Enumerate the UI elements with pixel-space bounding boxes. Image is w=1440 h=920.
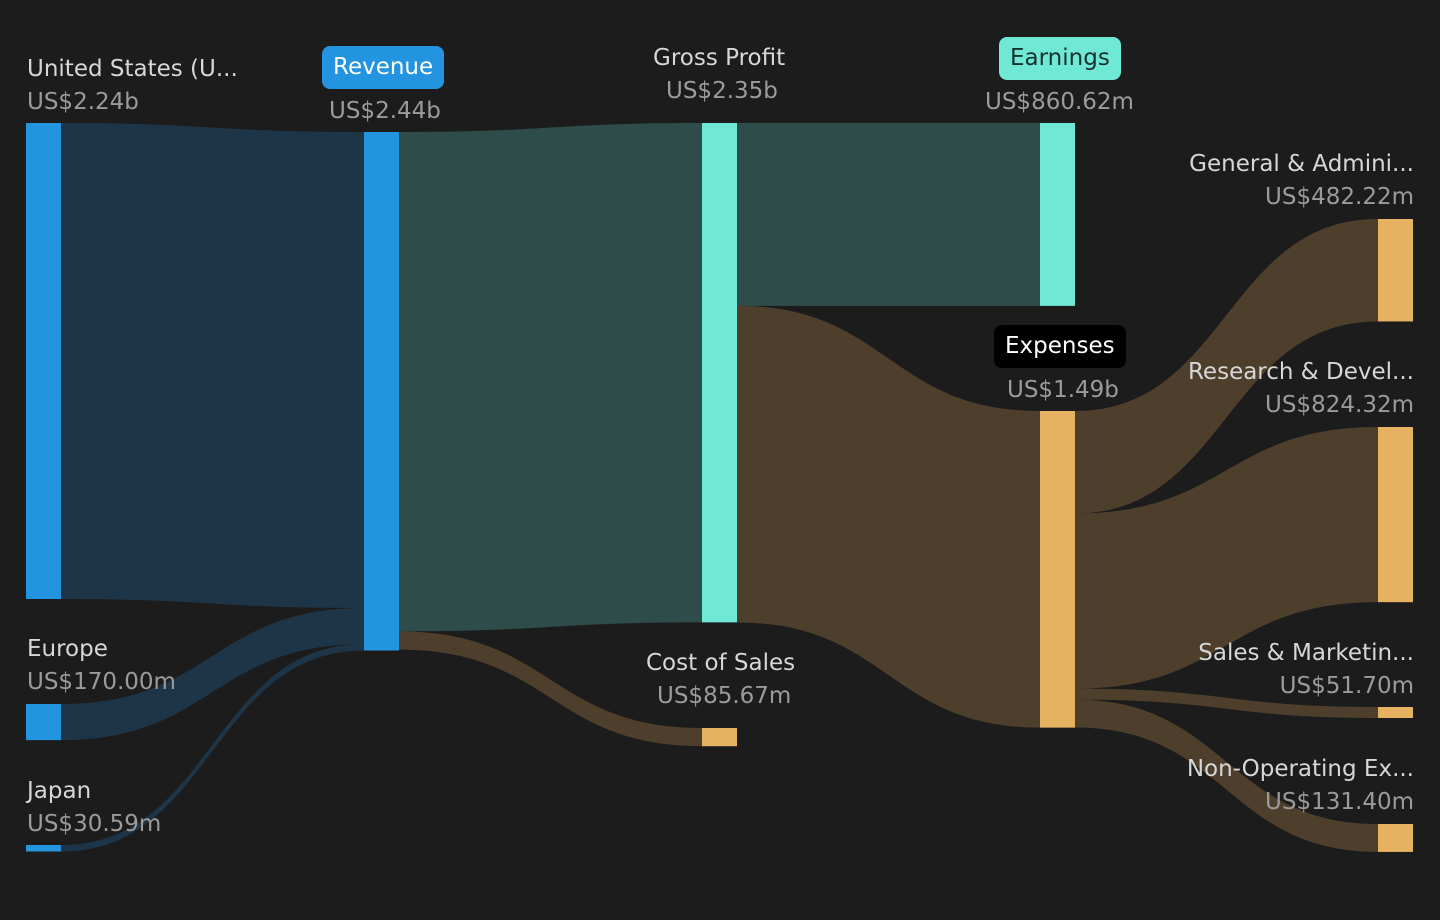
link-gross_profit-earnings	[737, 123, 1040, 306]
link-japan-revenue	[61, 644, 364, 852]
node-label-ga: General & Admini...	[1189, 151, 1414, 177]
node-value-expenses: US$1.49b	[1007, 377, 1119, 403]
node-bar-expenses	[1040, 411, 1075, 728]
link-expenses-rd	[1075, 427, 1378, 689]
node-value-rd: US$824.32m	[1265, 392, 1414, 418]
link-us-revenue	[61, 123, 364, 608]
node-label-us: United States (U...	[27, 56, 238, 82]
node-value-earnings: US$860.62m	[985, 89, 1134, 115]
node-value-sm: US$51.70m	[1279, 673, 1414, 699]
node-bar-cost_of_sales	[702, 728, 737, 747]
node-label-japan: Japan	[27, 778, 92, 804]
node-bar-ga	[1378, 219, 1413, 322]
node-value-europe: US$170.00m	[27, 669, 176, 695]
node-bar-gross_profit	[702, 123, 737, 623]
node-bar-revenue	[364, 132, 399, 651]
node-label-gross-profit: Gross Profit	[653, 45, 786, 71]
node-bar-japan	[26, 845, 61, 852]
node-label-cost-of-sales: Cost of Sales	[646, 650, 796, 676]
node-bar-noe	[1378, 824, 1413, 852]
link-expenses-noe	[1075, 699, 1378, 852]
node-bar-earnings	[1040, 123, 1075, 306]
node-value-revenue: US$2.44b	[329, 98, 441, 124]
node-label-sm: Sales & Marketin...	[1198, 640, 1414, 666]
node-label-rd: Research & Devel...	[1187, 359, 1414, 385]
node-label-earnings: Earnings	[999, 37, 1121, 80]
link-gross_profit-expenses	[737, 305, 1040, 728]
link-revenue-cost_of_sales	[399, 631, 702, 747]
node-value-japan: US$30.59m	[27, 811, 162, 837]
node-label-noe: Non-Operating Ex...	[1186, 756, 1414, 782]
link-revenue-gross_profit	[399, 123, 702, 632]
node-bar-us	[26, 123, 61, 599]
node-bar-europe	[26, 704, 61, 741]
node-label-revenue: Revenue	[322, 46, 445, 89]
link-expenses-ga	[1075, 219, 1378, 514]
node-bar-rd	[1378, 427, 1413, 603]
link-expenses-sm	[1075, 688, 1378, 718]
node-label-europe: Europe	[27, 636, 108, 662]
link-europe-revenue	[61, 608, 364, 741]
nodes-layer	[26, 123, 1413, 852]
node-value-noe: US$131.40m	[1265, 789, 1414, 815]
node-label-expenses: Expenses	[994, 325, 1126, 368]
node-value-us: US$2.24b	[27, 89, 139, 115]
node-value-cost-of-sales: US$85.67m	[657, 683, 792, 709]
node-value-gross-profit: US$2.35b	[666, 78, 778, 104]
links-layer	[61, 123, 1378, 852]
node-value-ga: US$482.22m	[1265, 184, 1414, 210]
node-bar-sm	[1378, 707, 1413, 718]
